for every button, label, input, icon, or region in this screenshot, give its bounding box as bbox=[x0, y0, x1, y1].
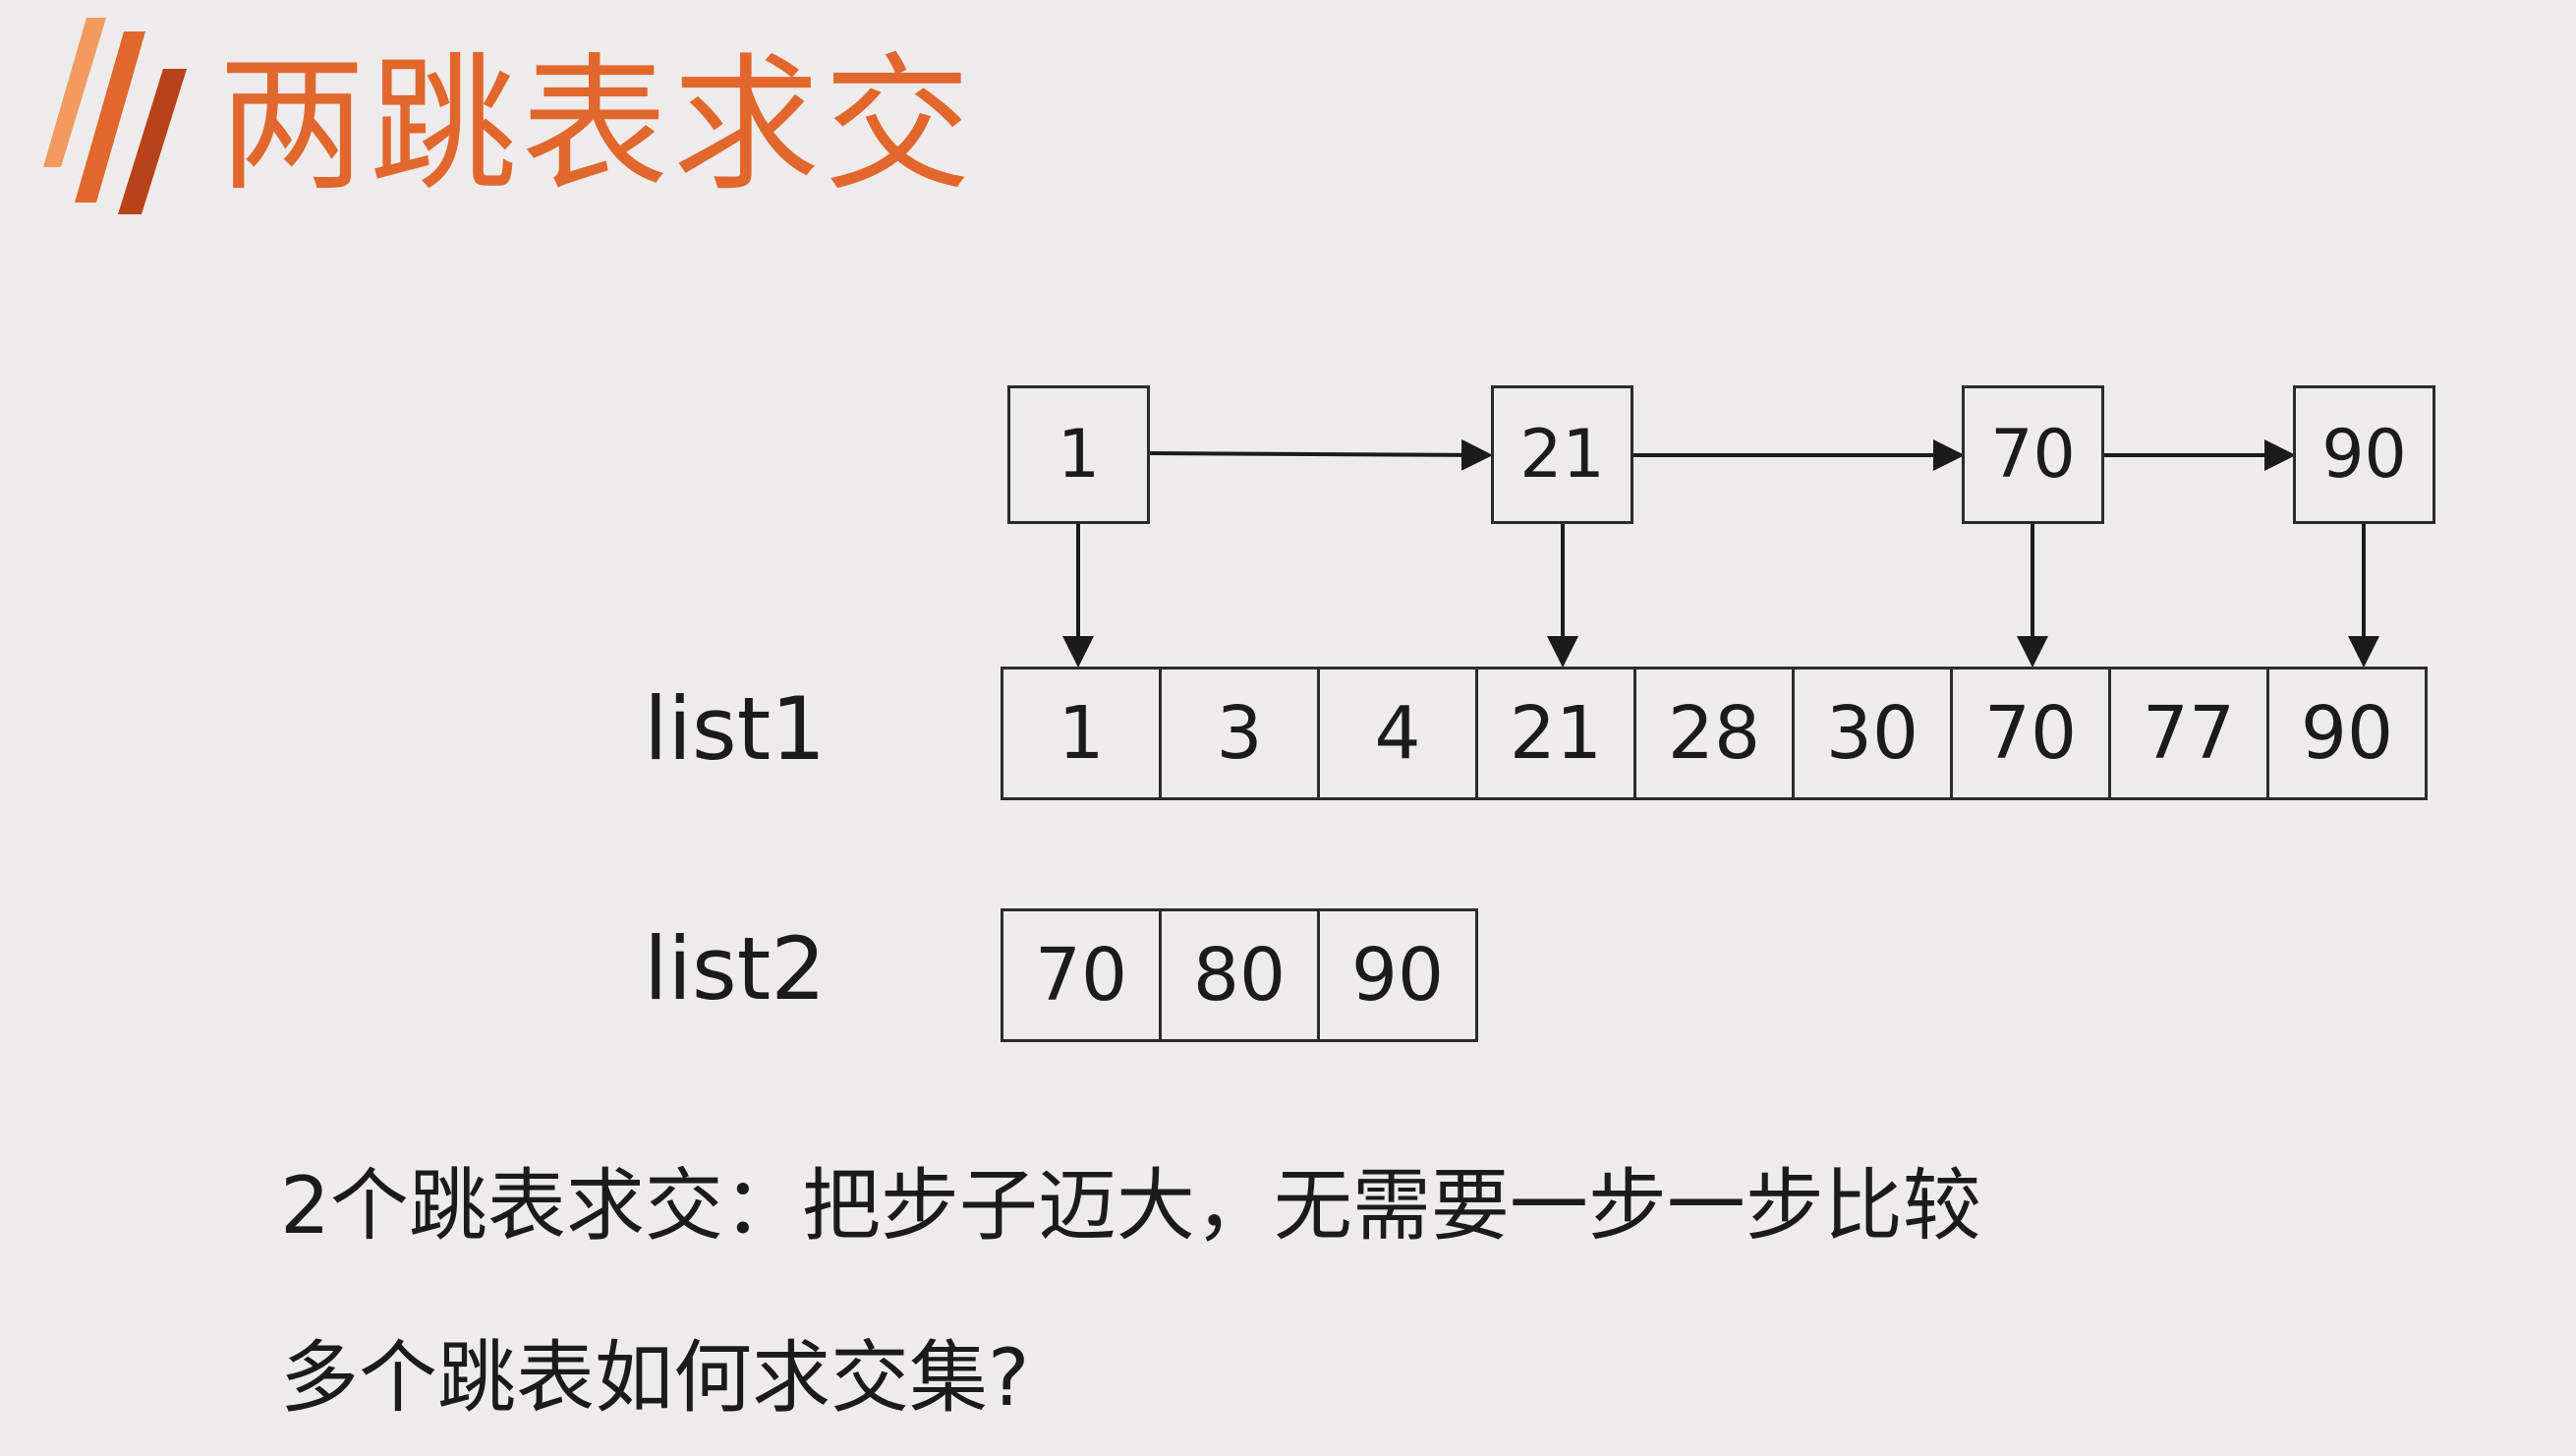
list2-array: 70 80 90 bbox=[1001, 908, 1478, 1042]
note-text: 2个跳表求交：把步子迈大，无需要一步一步比较 bbox=[280, 1160, 1981, 1252]
index-link-1-21 bbox=[1147, 438, 1493, 471]
index-node: 70 bbox=[1962, 385, 2104, 524]
list1-array: 1 3 4 21 28 30 70 77 90 bbox=[1001, 667, 2428, 800]
index-node: 1 bbox=[1007, 385, 1150, 524]
list1-cell: 1 bbox=[1001, 667, 1162, 800]
list1-cell: 70 bbox=[1950, 667, 2111, 800]
list1-label: list1 bbox=[644, 678, 827, 780]
list2-cell: 90 bbox=[1317, 908, 1478, 1042]
title-slash-decoration bbox=[43, 18, 187, 214]
question-text: 多个跳表如何求交集? bbox=[280, 1332, 1030, 1424]
list1-cell: 77 bbox=[2108, 667, 2269, 800]
list1-cell: 21 bbox=[1475, 667, 1636, 800]
page-title: 两跳表求交 bbox=[218, 40, 976, 211]
list2-label: list2 bbox=[644, 918, 827, 1019]
index-node: 90 bbox=[2293, 385, 2435, 524]
list2-cell: 70 bbox=[1001, 908, 1162, 1042]
list1-cell: 30 bbox=[1792, 667, 1953, 800]
list1-cell: 90 bbox=[2266, 667, 2428, 800]
list1-cell: 4 bbox=[1317, 667, 1478, 800]
list1-cell: 3 bbox=[1159, 667, 1320, 800]
list2-cell: 80 bbox=[1159, 908, 1320, 1042]
index-node: 21 bbox=[1491, 385, 1633, 524]
list1-cell: 28 bbox=[1633, 667, 1795, 800]
